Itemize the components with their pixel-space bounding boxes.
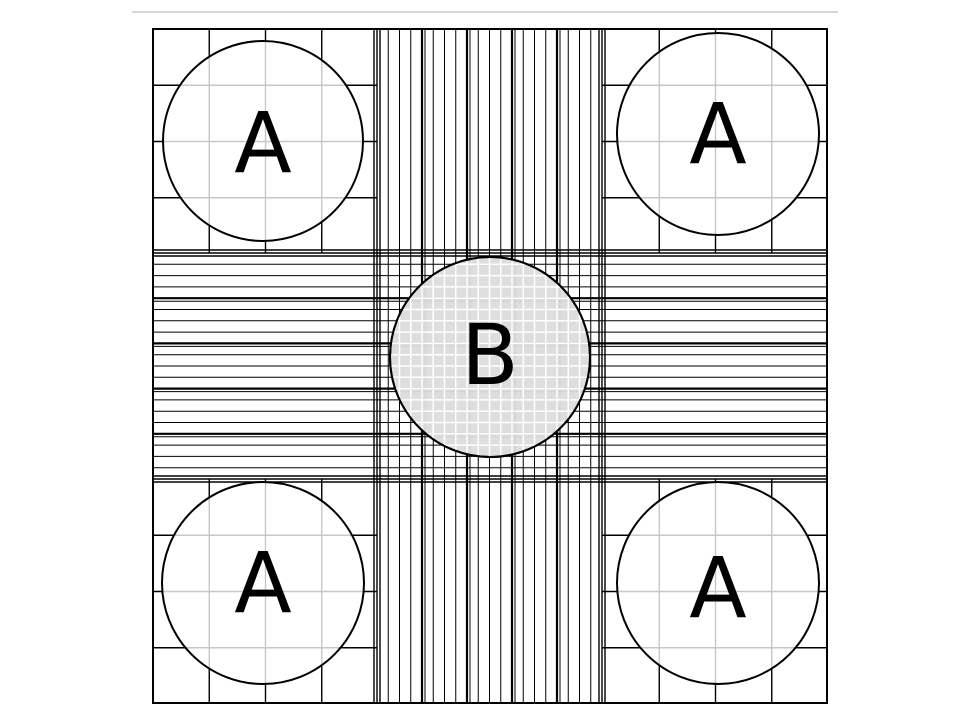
- circle-b-outline: [389, 256, 591, 458]
- label-a-top-right: A: [689, 85, 746, 183]
- circle-a-top-right: [616, 32, 820, 236]
- circle-a-top-left: [162, 40, 364, 242]
- region-bottom-left: A: [161, 481, 365, 685]
- label-a-bottom-left: A: [234, 534, 291, 632]
- region-top-left: A: [162, 40, 364, 242]
- label-a-top-left: A: [234, 94, 291, 192]
- label-b-center: B: [461, 306, 519, 404]
- label-a-bottom-right: A: [689, 539, 746, 637]
- circle-a-bottom-left: [161, 481, 365, 685]
- circle-a-bottom-right: [616, 481, 820, 685]
- center-fine-grid: [391, 258, 589, 456]
- region-bottom-right: A: [616, 481, 820, 685]
- region-top-right: A: [616, 32, 820, 236]
- region-center: B: [389, 256, 591, 458]
